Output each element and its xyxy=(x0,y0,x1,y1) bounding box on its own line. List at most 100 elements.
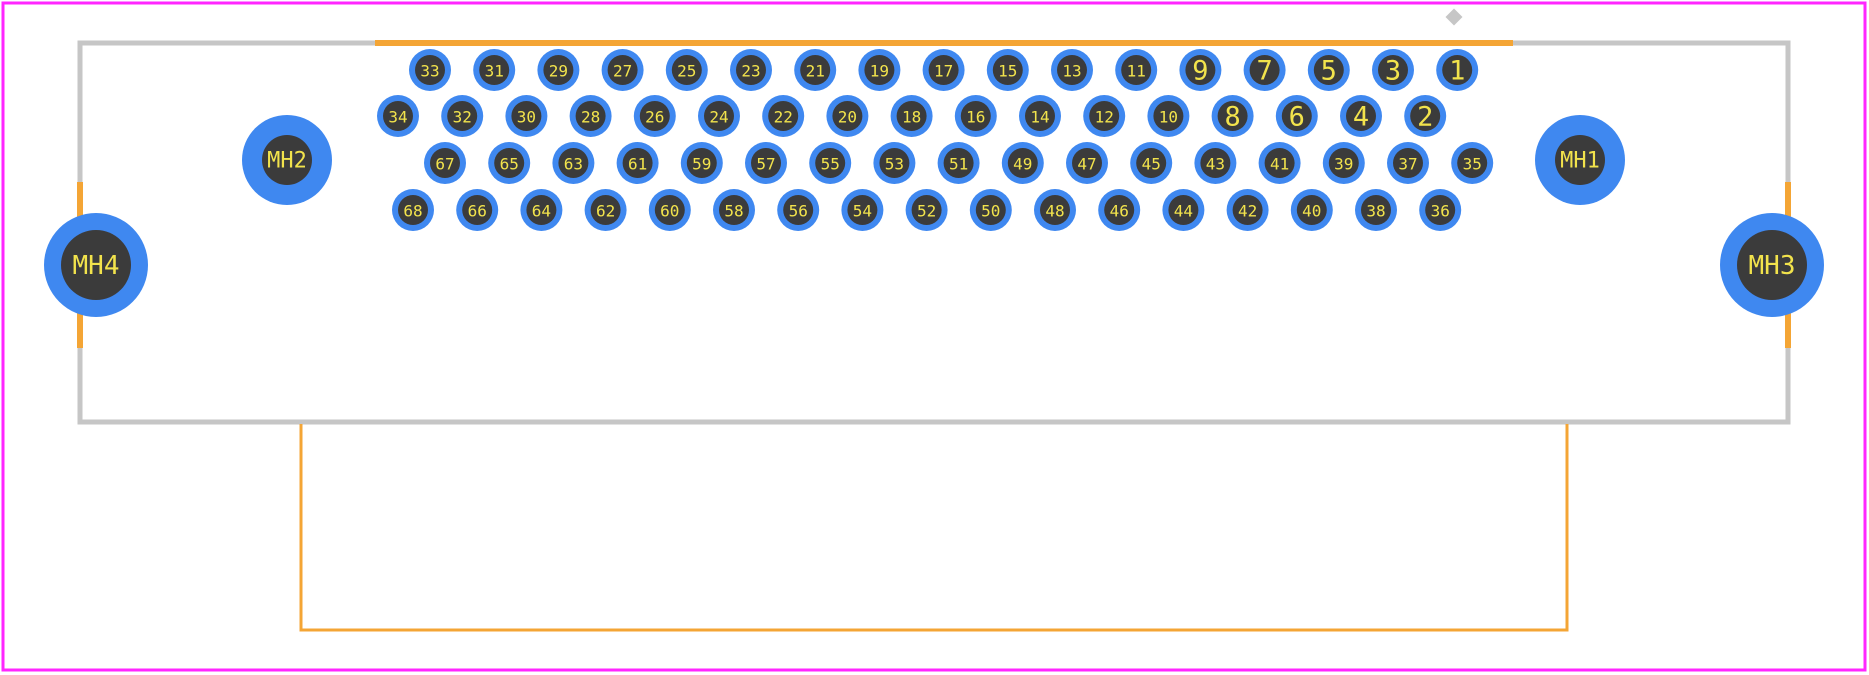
pin-number-label: 21 xyxy=(806,62,825,81)
pad-25: 25 xyxy=(665,49,708,91)
pad-42: 42 xyxy=(1226,189,1269,231)
pad-54: 54 xyxy=(841,189,884,231)
mh1-label: MH1 xyxy=(1560,149,1600,174)
pin-number-label: 34 xyxy=(388,108,407,127)
pin-number-label: 9 xyxy=(1192,56,1208,87)
pad-4: 4 xyxy=(1340,95,1382,137)
pad-hole xyxy=(736,55,766,85)
pad-hole xyxy=(686,148,717,178)
pin-number-label: 45 xyxy=(1142,155,1161,174)
pad-43: 43 xyxy=(1194,142,1237,184)
pin-number-label: 59 xyxy=(692,155,711,174)
pin-number-label: 1 xyxy=(1449,56,1465,87)
pad-12: 12 xyxy=(1083,95,1126,137)
pad-hole xyxy=(1249,55,1280,85)
pad-hole xyxy=(975,195,1006,225)
pad-hole xyxy=(800,55,831,85)
pad-33: 33 xyxy=(409,49,451,91)
pad-2: 2 xyxy=(1404,95,1447,137)
pad-57: 57 xyxy=(745,142,787,184)
pin-number-label: 47 xyxy=(1077,155,1096,174)
pin-number-label: 2 xyxy=(1417,102,1433,133)
pin-number-label: 30 xyxy=(517,108,536,127)
pin-number-label: 4 xyxy=(1353,102,1369,133)
pin-number-label: 62 xyxy=(596,202,615,221)
pin-number-label: 14 xyxy=(1030,108,1049,127)
pad-30: 30 xyxy=(505,95,548,137)
pad-hole xyxy=(1153,101,1184,131)
pad-hole xyxy=(1121,55,1152,85)
pad-56: 56 xyxy=(777,189,820,231)
pad-62: 62 xyxy=(584,189,627,231)
mounting-hole-mh4: MH4 xyxy=(44,213,148,317)
pad-hole xyxy=(719,195,749,225)
pad-hole xyxy=(943,148,974,178)
pad-hole xyxy=(558,148,589,178)
pad-61: 61 xyxy=(616,142,659,184)
pin-number-label: 16 xyxy=(966,108,985,127)
pad-hole xyxy=(1425,195,1456,225)
pad-3: 3 xyxy=(1372,49,1414,91)
pin-number-label: 26 xyxy=(645,108,664,127)
pad-14: 14 xyxy=(1019,95,1061,137)
pad-hole xyxy=(1442,55,1473,85)
pad-hole xyxy=(607,55,638,85)
pad-49: 49 xyxy=(1001,142,1044,184)
pad-58: 58 xyxy=(713,189,755,231)
pad-47: 47 xyxy=(1066,142,1108,184)
pin-number-label: 46 xyxy=(1110,202,1129,221)
pad-10: 10 xyxy=(1147,95,1190,137)
mh4-label: MH4 xyxy=(73,251,120,281)
pad-46: 46 xyxy=(1098,189,1141,231)
pad-hole xyxy=(383,101,413,131)
pin-number-label: 20 xyxy=(838,108,857,127)
pin-number-label: 60 xyxy=(660,202,679,221)
pin-number-label: 25 xyxy=(677,62,696,81)
mounting-hole-mh2: MH2 xyxy=(242,115,332,205)
mounting-hole-mh1: MH1 xyxy=(1535,115,1625,205)
pad-21: 21 xyxy=(794,49,837,91)
pad-36: 36 xyxy=(1419,189,1462,231)
pad-hole xyxy=(1217,101,1248,131)
pad-19: 19 xyxy=(858,49,901,91)
pin-number-label: 61 xyxy=(628,155,647,174)
pad-hole xyxy=(1232,195,1263,225)
pin-number-label: 6 xyxy=(1289,102,1305,133)
pin-number-label: 43 xyxy=(1206,155,1225,174)
pad-hole xyxy=(575,101,606,131)
pin-number-label: 67 xyxy=(435,155,454,174)
pad-68: 68 xyxy=(392,189,434,231)
pin-number-label: 68 xyxy=(403,202,422,221)
pad-hole xyxy=(751,148,781,178)
pin-number-label: 58 xyxy=(724,202,743,221)
pad-41: 41 xyxy=(1258,142,1301,184)
pad-hole xyxy=(447,101,478,131)
pad-26: 26 xyxy=(633,95,676,137)
pin-number-label: 65 xyxy=(500,155,519,174)
pad-hole xyxy=(415,55,445,85)
pin-number-label: 42 xyxy=(1238,202,1257,221)
pad-63: 63 xyxy=(552,142,595,184)
pad-53: 53 xyxy=(873,142,916,184)
pad-hole xyxy=(832,101,863,131)
pin-number-label: 63 xyxy=(564,155,583,174)
pin-number-label: 41 xyxy=(1270,155,1289,174)
pad-32: 32 xyxy=(441,95,484,137)
pin-number-label: 44 xyxy=(1174,202,1193,221)
pad-64: 64 xyxy=(520,189,563,231)
pad-7: 7 xyxy=(1243,49,1286,91)
pin-number-label: 15 xyxy=(998,62,1017,81)
pin-number-label: 39 xyxy=(1334,155,1353,174)
pad-35: 35 xyxy=(1451,142,1494,184)
pin-number-label: 18 xyxy=(902,108,921,127)
pin-number-label: 38 xyxy=(1366,202,1385,221)
pad-hole xyxy=(1313,55,1344,85)
pad-hole xyxy=(1057,55,1087,85)
pad-6: 6 xyxy=(1275,95,1318,137)
pad-29: 29 xyxy=(537,49,580,91)
pin-number-label: 24 xyxy=(709,108,728,127)
pad-hole xyxy=(671,55,702,85)
pad-18: 18 xyxy=(890,95,933,137)
pin-number-label: 7 xyxy=(1256,56,1272,87)
